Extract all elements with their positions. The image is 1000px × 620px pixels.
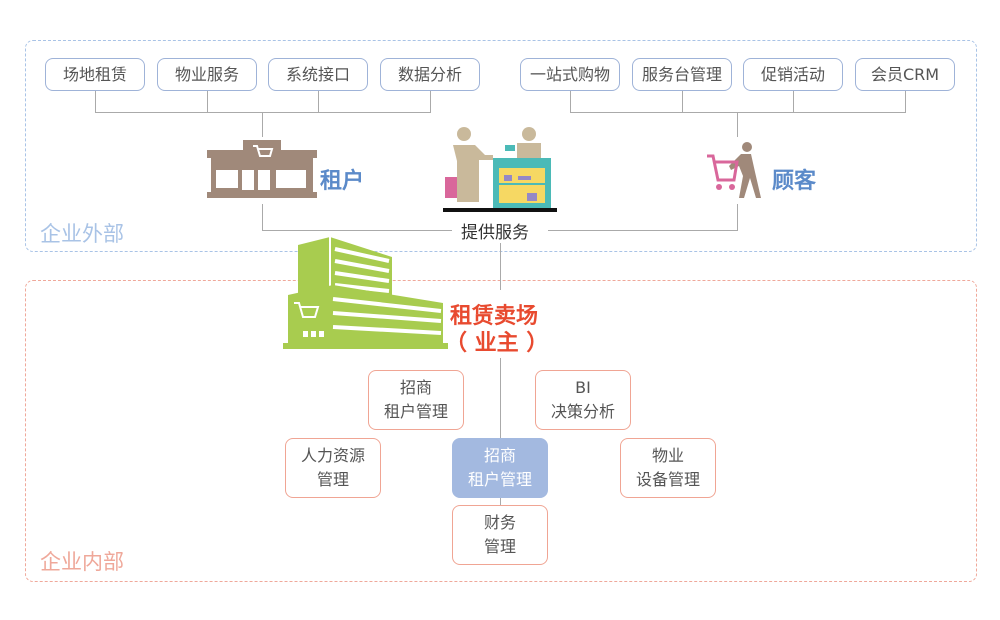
internal-zone-label: 企业内部 [40, 550, 124, 574]
mall-building-icon [283, 237, 448, 349]
tenant-tag: 系统接口 [268, 58, 368, 91]
module-box: 招商租户管理 [368, 370, 464, 430]
customer-label: 顾客 [772, 169, 817, 194]
customer-tag: 服务台管理 [632, 58, 732, 91]
external-zone [25, 40, 977, 252]
tenant-label: 租户 [320, 169, 365, 194]
customer-tag: 会员CRM [855, 58, 955, 91]
owner-subtitle: （ 业主 ） [445, 331, 549, 356]
tenant-tag: 场地租赁 [45, 58, 145, 91]
module-box: 物业设备管理 [620, 438, 716, 498]
module-box: 人力资源管理 [285, 438, 381, 498]
service-counter-icon [443, 127, 557, 212]
internal-zone [25, 280, 977, 582]
service-label: 提供服务 [455, 218, 535, 243]
tenant-tag: 物业服务 [157, 58, 257, 91]
customer-tag: 一站式购物 [520, 58, 620, 91]
customer-tag: 促销活动 [743, 58, 843, 91]
module-box-highlighted: 招商租户管理 [452, 438, 548, 498]
shopping-customer-icon [707, 142, 761, 198]
tenant-tag: 数据分析 [380, 58, 480, 91]
store-icon [207, 140, 317, 198]
module-box: 财务管理 [452, 505, 548, 565]
external-zone-label: 企业外部 [40, 222, 124, 246]
owner-title: 租赁卖场 [450, 304, 539, 329]
